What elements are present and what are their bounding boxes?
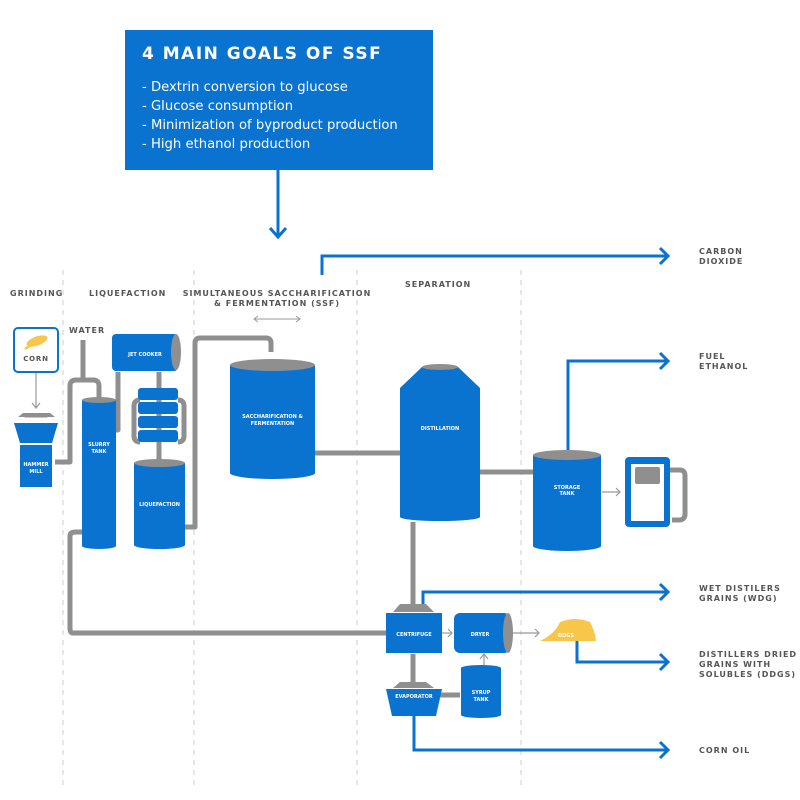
output-labels: CARBON DIOXIDE FUEL ETHANOL WET DISTILER… bbox=[699, 247, 797, 755]
svg-text:TANK: TANK bbox=[474, 697, 490, 703]
svg-text:TANK: TANK bbox=[92, 449, 108, 455]
svg-text:SYRUP: SYRUP bbox=[472, 690, 491, 696]
svg-text:EVAPORATOR: EVAPORATOR bbox=[395, 694, 433, 700]
output-corn-oil: CORN OIL bbox=[699, 746, 750, 755]
svg-text:DIOXIDE: DIOXIDE bbox=[699, 257, 743, 266]
syrup-tank: SYRUP TANK bbox=[461, 665, 501, 718]
goals-list: Dextrin conversion to glucose Glucose co… bbox=[142, 78, 416, 154]
byproduct-output-lines bbox=[412, 582, 671, 760]
svg-text:DRYER: DRYER bbox=[471, 632, 490, 638]
svg-text:MILL: MILL bbox=[29, 469, 43, 475]
output-wdg: WET DISTILERS bbox=[699, 584, 781, 593]
output-fuel-ethanol: FUEL bbox=[699, 352, 726, 361]
svg-text:SACCHARIFICATION &: SACCHARIFICATION & bbox=[242, 414, 303, 420]
ssf-tank: SACCHARIFICATION & FERMENTATION bbox=[230, 359, 315, 479]
svg-text:GRAINS (WDG): GRAINS (WDG) bbox=[699, 594, 777, 603]
svg-text:JET COOKER: JET COOKER bbox=[127, 352, 162, 358]
svg-text:SOLUBLES (DDGS): SOLUBLES (DDGS) bbox=[699, 670, 796, 679]
svg-text:LIQUEFACTION: LIQUEFACTION bbox=[139, 502, 180, 508]
storage-tank: STORAGE TANK bbox=[533, 450, 601, 551]
svg-text:GRAINS WITH: GRAINS WITH bbox=[699, 660, 771, 669]
output-carbon-dioxide: CARBON bbox=[699, 247, 743, 256]
double-arrow-icon bbox=[253, 315, 301, 323]
goals-arrow bbox=[268, 170, 288, 240]
svg-text:STORAGE: STORAGE bbox=[554, 485, 581, 491]
slurry-tank: SLURRY TANK bbox=[82, 397, 116, 549]
stage-ssf-line1: SIMULTANEOUS SACCHARIFICATION bbox=[183, 289, 372, 298]
stage-separation: SEPARATION bbox=[405, 280, 471, 289]
corn-label: CORN bbox=[23, 355, 49, 363]
pipe-loop-right bbox=[177, 397, 187, 445]
svg-text:CENTRIFUGE: CENTRIFUGE bbox=[396, 632, 432, 638]
ssf-goals-box: 4 MAIN GOALS OF SSF Dextrin conversion t… bbox=[125, 30, 433, 170]
hammer-mill: HAMMER MILL bbox=[14, 413, 58, 487]
pipe-mill-to-slurry bbox=[55, 377, 102, 465]
thin-arrows bbox=[31, 373, 621, 665]
fuel-pump-icon bbox=[625, 457, 670, 527]
ddgs-line bbox=[575, 641, 667, 664]
goal-item: Glucose consumption bbox=[142, 97, 416, 116]
evaporator: EVAPORATOR bbox=[386, 682, 442, 716]
svg-text:SLURRY: SLURRY bbox=[88, 442, 110, 448]
stage-liquefaction: LIQUEFACTION bbox=[89, 289, 166, 298]
output-ddgs: DISTILLERS DRIED bbox=[699, 650, 797, 659]
pipe-recycle bbox=[67, 529, 390, 636]
corn-oil-line bbox=[412, 716, 667, 752]
corn-input: CORN bbox=[13, 327, 59, 373]
distillation-column: DISTILLATION bbox=[400, 364, 480, 521]
goals-title: 4 MAIN GOALS OF SSF bbox=[142, 44, 383, 64]
svg-text:DDGS: DDGS bbox=[558, 633, 574, 639]
stage-labels: GRINDING LIQUEFACTION SIMULTANEOUS SACCH… bbox=[10, 280, 471, 308]
pipe-liquefaction-to-ssf bbox=[184, 335, 274, 530]
goal-item: Dextrin conversion to glucose bbox=[142, 78, 416, 97]
stage-ssf-line2: & FERMENTATION (SSF) bbox=[214, 299, 340, 308]
corn-icon bbox=[24, 335, 48, 350]
svg-text:DISTILLATION: DISTILLATION bbox=[421, 426, 459, 432]
svg-text:TANK: TANK bbox=[560, 491, 576, 497]
goal-item: High ethanol production bbox=[142, 135, 416, 154]
fuel-pump-nozzle bbox=[664, 467, 688, 523]
pipes bbox=[55, 335, 688, 698]
jet-cooker: JET COOKER bbox=[112, 334, 181, 371]
stage-grinding: GRINDING bbox=[10, 289, 63, 298]
co2-output-line bbox=[320, 246, 671, 275]
dryer: DRYER bbox=[454, 613, 513, 653]
pipe-loop-left bbox=[131, 397, 141, 445]
ethanol-output-line bbox=[566, 351, 671, 450]
stage-dividers bbox=[62, 270, 522, 790]
ddgs-pile: DDGS bbox=[540, 619, 596, 641]
liquefaction-tank: LIQUEFACTION bbox=[134, 459, 185, 549]
wdg-line bbox=[421, 590, 667, 604]
heat-exchanger bbox=[138, 388, 178, 442]
svg-text:HAMMER: HAMMER bbox=[23, 462, 48, 468]
water-label: WATER bbox=[69, 326, 105, 335]
goal-item: Minimization of byproduct production bbox=[142, 116, 416, 135]
svg-text:ETHANOL: ETHANOL bbox=[699, 362, 748, 371]
centrifuge: CENTRIFUGE bbox=[386, 604, 442, 653]
svg-text:FERMENTATION: FERMENTATION bbox=[251, 421, 294, 427]
